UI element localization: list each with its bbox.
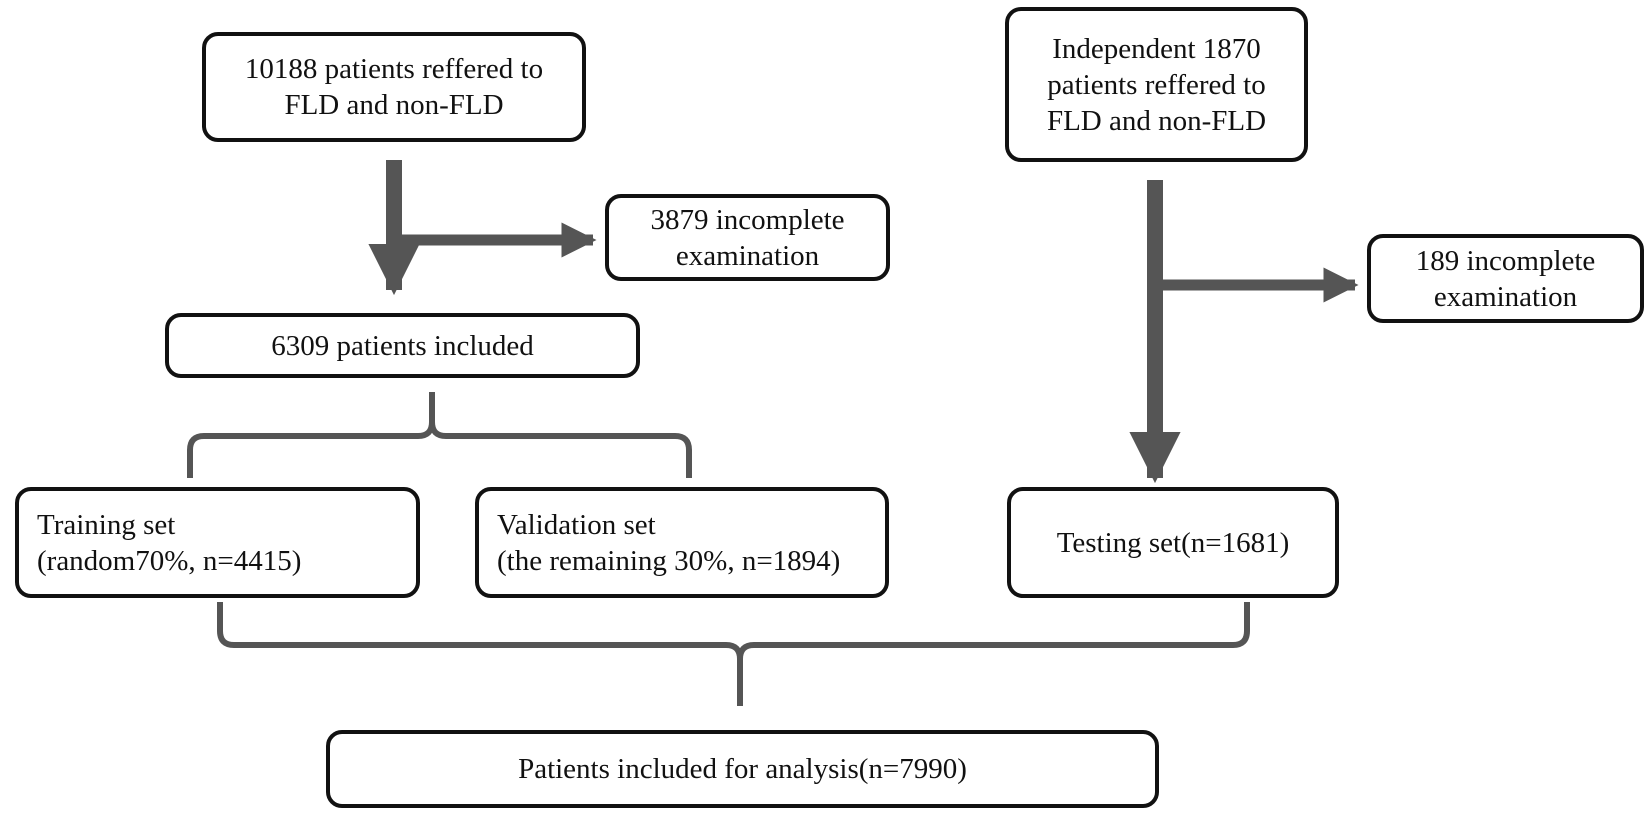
training-line-1: Training set [37, 508, 176, 541]
excluded-left-line-2: examination [675, 239, 820, 272]
merge-brace [217, 602, 1250, 706]
source-line-2: FLD and non-FLD [284, 89, 504, 121]
independent-line-1: Independent 1870 [1052, 32, 1261, 65]
training-line-2: (random70%, n=4415) [37, 544, 302, 577]
testing-set-box: Testing set(n=1681) [1007, 487, 1339, 598]
validation-line-2: (the remaining 30%, n=1894) [497, 544, 841, 577]
included-line-1: 6309 patients included [271, 329, 534, 362]
split-brace [187, 392, 692, 478]
excluded-right-box: 189 incomplete examination [1367, 234, 1644, 323]
validation-line-1: Validation set [497, 508, 656, 541]
analysis-line-1: Patients included for analysis(n=7990) [518, 753, 967, 785]
source-line-1: 10188 patients reffered to [244, 53, 544, 85]
included-patients-box: 6309 patients included [165, 313, 640, 378]
training-set-box: Training set (random70%, n=4415) [15, 487, 420, 598]
excluded-right-line-2: examination [1433, 280, 1578, 313]
source-patients-box: 10188 patients reffered to FLD and non-F… [202, 32, 586, 142]
excluded-left-line-1: 3879 incomplete [650, 203, 845, 236]
analysis-patients-box: Patients included for analysis(n=7990) [326, 730, 1159, 808]
excluded-left-box: 3879 incomplete examination [605, 194, 890, 281]
independent-patients-box: Independent 1870 patients reffered to FL… [1005, 7, 1308, 162]
independent-line-2: patients reffered to [1047, 68, 1266, 101]
excluded-right-line-1: 189 incomplete [1415, 244, 1596, 277]
validation-set-box: Validation set (the remaining 30%, n=189… [475, 487, 889, 598]
independent-line-3: FLD and non-FLD [1046, 104, 1267, 137]
testing-line-1: Testing set(n=1681) [1056, 526, 1290, 559]
